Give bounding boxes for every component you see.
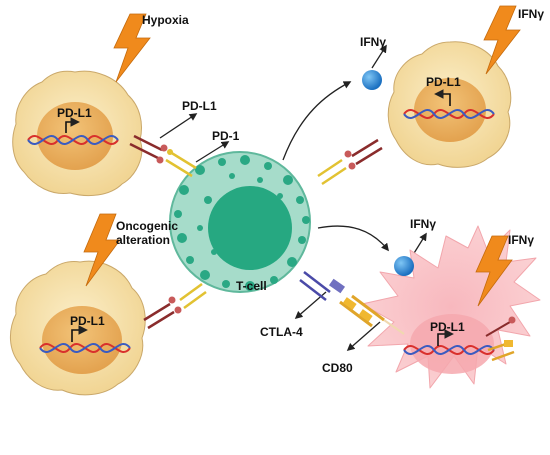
ifn-gamma-molecule-icon [362, 70, 382, 90]
dna-helix-icon [403, 344, 495, 356]
ifng-label-top-right: IFNγ [518, 7, 544, 21]
pd-l1-receptor-icon [344, 138, 383, 170]
t-cell-label: T-cell [236, 279, 267, 293]
pd-l1-released-label: PD-L1 [182, 99, 217, 113]
pd-1-receptor-icon [179, 282, 207, 310]
arrow-pdl1-release [159, 113, 198, 139]
pd-l1-label-top-right: PD-L1 [426, 75, 461, 89]
pd-l1-receptor-icon [129, 134, 168, 164]
arrow-cd80 [346, 321, 381, 352]
dna-helix-icon [27, 134, 119, 146]
pd-1-label: PD-1 [212, 129, 240, 143]
arrow-ifng-top-release [371, 44, 387, 69]
oncogenic-label-line2: alteration [116, 233, 170, 247]
dna-helix-icon [403, 108, 495, 120]
pd-1-receptor-icon [317, 158, 347, 186]
pd-l1-receptor-icon [485, 316, 516, 337]
arrow-pd1 [195, 141, 230, 163]
oncogenic-label-line1: Oncogenic [116, 219, 178, 233]
cd80-receptor-icon [339, 294, 405, 335]
hypoxia-label: Hypoxia [142, 13, 189, 27]
lightning-bolt-icon [483, 5, 521, 75]
arrow-tcell-to-ifng-top [282, 81, 352, 161]
t-cell-granules [174, 155, 310, 291]
lightning-bolt-icon [113, 13, 151, 83]
ifn-gamma-molecule-icon [394, 256, 414, 276]
ifng-label-top: IFNγ [360, 35, 386, 49]
transcription-arrow [71, 325, 88, 342]
transcription-arrow [65, 117, 80, 133]
t-cell: T-cell [169, 151, 311, 293]
arrow-tcell-to-ifng-mid [317, 225, 389, 252]
tumor-cell-bottom-left: PD-L1 [10, 260, 146, 396]
dna-helix-icon [39, 342, 131, 354]
ctla-4-receptor-icon [299, 271, 346, 301]
pd-l1-label-top-left: PD-L1 [57, 106, 92, 120]
cd80-label: CD80 [322, 361, 353, 375]
lightning-bolt-icon [475, 235, 513, 307]
pd-l1-label-bottom-left: PD-L1 [70, 314, 105, 328]
transcription-arrow [437, 329, 454, 346]
ifng-label-middle: IFNγ [410, 217, 436, 231]
ctla-4-label: CTLA-4 [260, 325, 303, 339]
pd-l1-receptor-icon [143, 296, 182, 330]
tumor-cell-top-left: PD-L1 [12, 70, 143, 197]
lightning-bolt-icon [83, 213, 121, 287]
cd80-receptor-icon [487, 340, 515, 362]
dendritic-cell: PD-L1 [361, 225, 541, 389]
pd-1-receptor-icon [165, 149, 197, 178]
pd-l1-label-dendritic: PD-L1 [430, 320, 465, 334]
ifng-label-bottom-right: IFNγ [508, 233, 534, 247]
transcription-arrow [434, 89, 451, 106]
tumor-cell-top-right: PD-L1 [387, 41, 512, 168]
